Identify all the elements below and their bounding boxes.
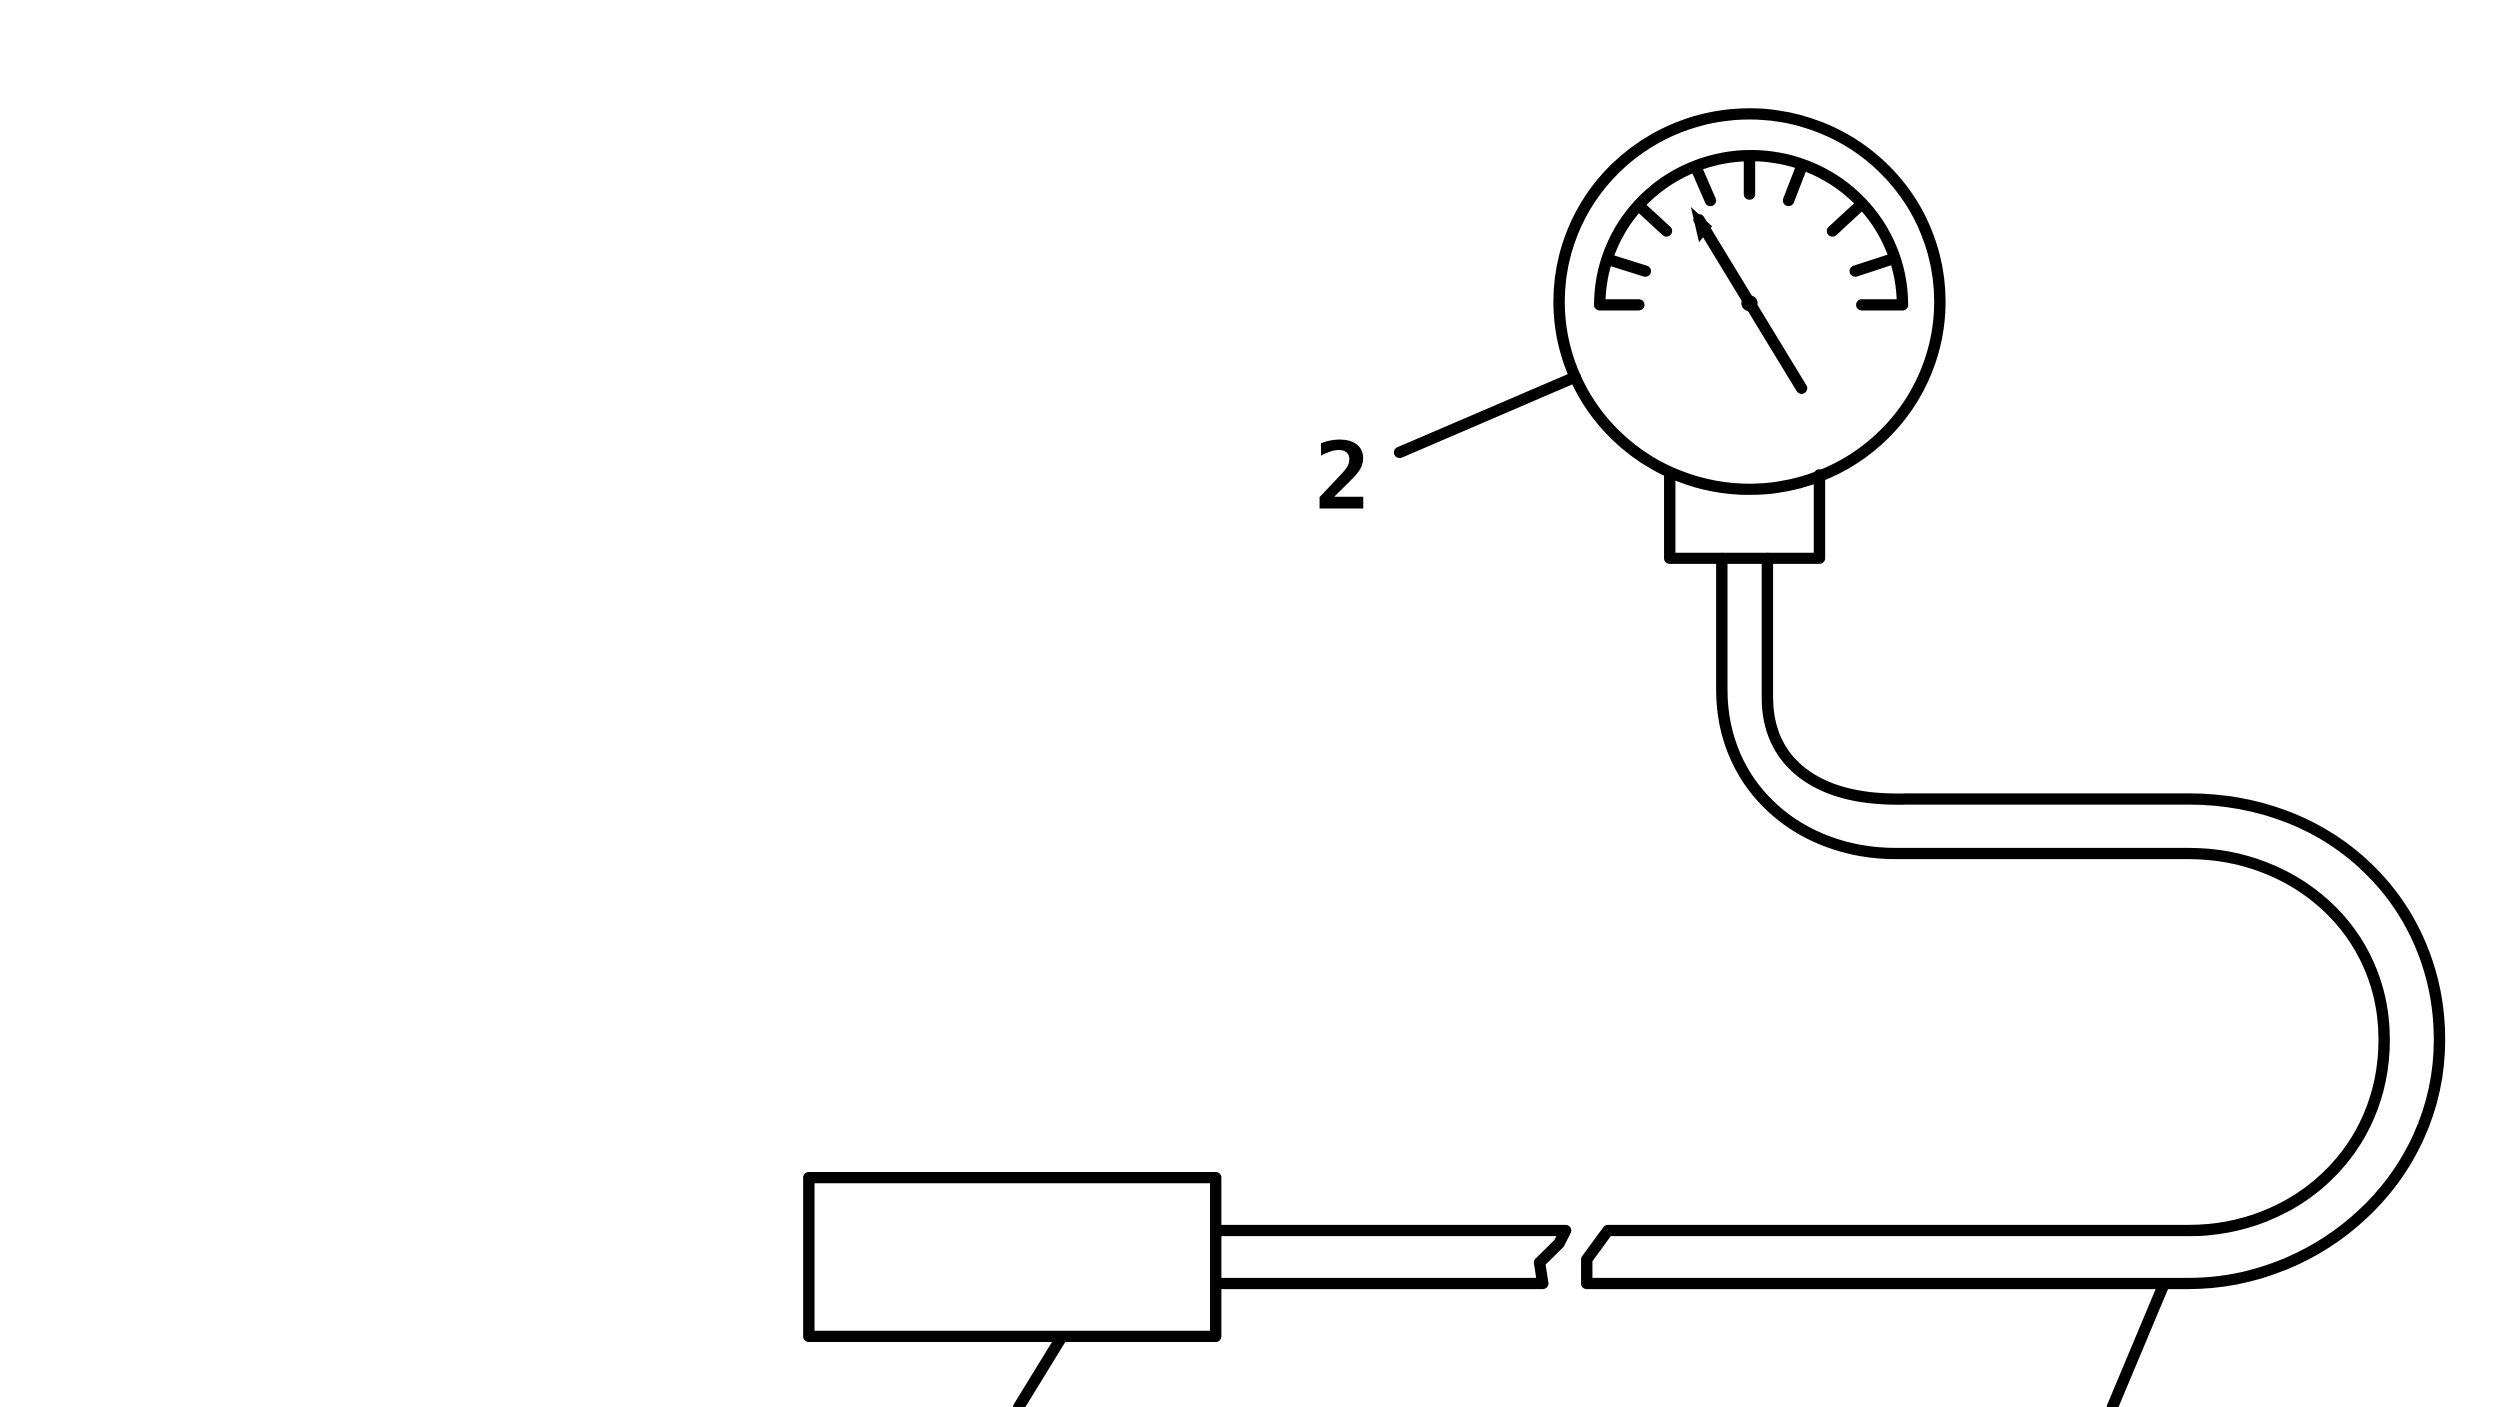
gauge-connector-socket xyxy=(1664,469,1826,564)
probe-leader-line xyxy=(1013,1332,1067,1407)
needle-arrowhead xyxy=(1690,206,1713,243)
probe xyxy=(803,1171,1572,1343)
tick-mark xyxy=(1603,254,1652,277)
tick-mark xyxy=(1634,201,1673,237)
tick-mark xyxy=(1826,201,1865,237)
gauge-scale-ticks xyxy=(1594,153,1909,311)
probe-tube xyxy=(1209,1224,1572,1290)
hose-leader-line xyxy=(2106,1281,2169,1407)
probe-body xyxy=(803,1171,1222,1343)
gauge-leader-line xyxy=(1393,371,1582,459)
tick-mark xyxy=(1690,161,1717,207)
hose xyxy=(1581,552,2446,1290)
tick-mark xyxy=(1782,161,1808,207)
tick-mark xyxy=(1849,254,1896,277)
hose-inner-wall xyxy=(1581,552,2446,1290)
hose-outer-wall xyxy=(1581,552,2390,1290)
gauge-needle xyxy=(1690,206,1808,394)
pressure-gauge xyxy=(1553,108,1946,564)
needle-pivot xyxy=(1741,295,1758,312)
gauge-reference-label: 2 xyxy=(1314,423,1371,531)
leader-lines xyxy=(1013,371,2169,1407)
gauge-outer-ring xyxy=(1553,108,1946,495)
